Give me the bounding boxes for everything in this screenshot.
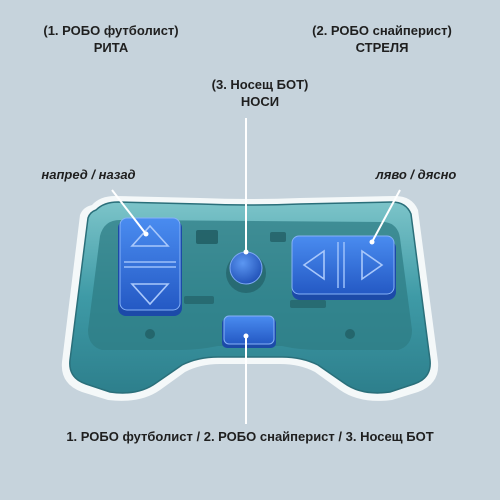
screw: [145, 329, 155, 339]
label-mode-switch-text: 1. РОБО футболист / 2. РОБО снайперист /…: [66, 429, 434, 444]
chip: [196, 230, 218, 244]
chip: [290, 300, 326, 308]
chip: [184, 296, 214, 304]
label-left-right: ляво / дясно: [356, 166, 476, 183]
triangle-right-icon: [361, 249, 384, 281]
label-robo-sniper: (2. РОБО снайперист) СТРЕЛЯ: [292, 22, 472, 56]
left-right-button[interactable]: [291, 235, 396, 300]
triangle-left-icon: [302, 249, 325, 281]
leader-line-left-right: [371, 189, 401, 243]
carry-knob[interactable]: [226, 251, 266, 293]
label-left-right-text: ляво / дясно: [375, 167, 457, 182]
screw: [345, 329, 355, 339]
label-robo-footballer-title: (1. РОБО футболист): [43, 23, 179, 38]
label-carry-bot-action: НОСИ: [240, 94, 280, 109]
leader-line-forward-back: [111, 189, 147, 235]
mode-switch[interactable]: [222, 315, 276, 348]
label-carry-bot: (3. Носещ БОТ) НОСИ: [190, 76, 330, 110]
label-robo-sniper-title: (2. РОБО снайперист): [312, 23, 452, 38]
chip: [270, 232, 286, 242]
triangle-up-icon: [130, 224, 170, 247]
label-forward-back: напред / назад: [16, 166, 161, 183]
leader-lines: [111, 118, 401, 424]
forward-back-button[interactable]: [118, 217, 182, 316]
label-carry-bot-title: (3. Носещ БОТ): [211, 77, 309, 92]
label-mode-switch: 1. РОБО футболист / 2. РОБО снайперист /…: [0, 428, 500, 445]
label-forward-back-text: напред / назад: [41, 167, 136, 182]
label-robo-footballer-action: РИТА: [93, 40, 129, 55]
triangle-down-icon: [130, 283, 170, 306]
label-robo-sniper-action: СТРЕЛЯ: [355, 40, 409, 55]
label-robo-footballer: (1. РОБО футболист) РИТА: [36, 22, 186, 56]
